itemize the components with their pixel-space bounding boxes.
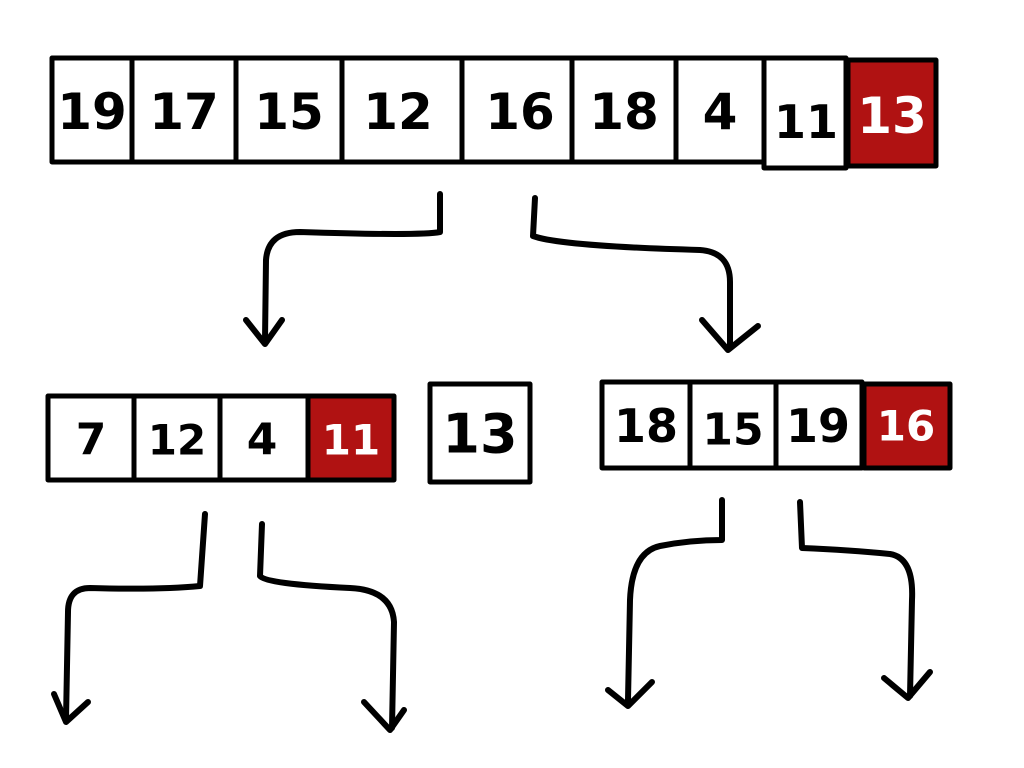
array-cell: 4 <box>673 55 767 165</box>
pivot-value: 16 <box>877 402 935 451</box>
array-cell: 19 <box>773 379 865 471</box>
array-cell: 19 <box>49 55 135 165</box>
cell-value: 4 <box>703 83 738 141</box>
array-cell: 11 <box>761 55 849 171</box>
array-cell: 15 <box>687 379 779 471</box>
top-array: 19 17 15 12 16 18 4 11 <box>49 55 939 171</box>
arrow-right-sub-left <box>605 497 725 709</box>
left-array: 7 12 4 11 <box>45 393 397 483</box>
pivot-cell: 13 <box>845 57 939 169</box>
cell-value: 18 <box>614 399 678 453</box>
array-cell: 13 <box>427 381 533 485</box>
array-cell: 7 <box>45 393 137 483</box>
cell-value: 13 <box>442 403 517 466</box>
arrow-to-right <box>530 195 761 353</box>
array-cell: 17 <box>129 55 239 165</box>
cell-value: 12 <box>363 83 433 141</box>
cell-value: 19 <box>786 399 850 453</box>
arrow-to-left <box>243 191 443 347</box>
cell-value: 15 <box>254 83 324 141</box>
cell-value: 19 <box>57 83 127 141</box>
cell-value: 4 <box>247 415 278 466</box>
cell-value: 17 <box>149 83 219 141</box>
placed-pivot: 13 <box>427 381 533 485</box>
cell-value: 15 <box>702 405 763 456</box>
array-cell: 18 <box>569 55 679 165</box>
cell-value: 11 <box>774 95 838 149</box>
cell-value: 12 <box>148 416 206 465</box>
right-array: 18 15 19 16 <box>599 379 953 471</box>
pivot-cell: 11 <box>305 393 397 483</box>
arrow-left-sub-left <box>51 511 208 725</box>
arrow-left-sub-right <box>257 521 407 733</box>
pivot-cell: 16 <box>861 381 953 471</box>
array-cell: 15 <box>233 55 345 165</box>
array-cell: 4 <box>217 393 311 483</box>
cell-value: 7 <box>76 415 107 466</box>
array-cell: 16 <box>459 55 575 165</box>
array-cell: 12 <box>339 55 465 165</box>
cell-value: 18 <box>589 83 659 141</box>
array-cell: 12 <box>131 393 223 483</box>
pivot-value: 13 <box>857 87 927 145</box>
cell-value: 16 <box>485 83 555 141</box>
array-cell: 18 <box>599 379 693 471</box>
pivot-value: 11 <box>322 416 380 465</box>
arrow-right-sub-right <box>797 499 933 701</box>
